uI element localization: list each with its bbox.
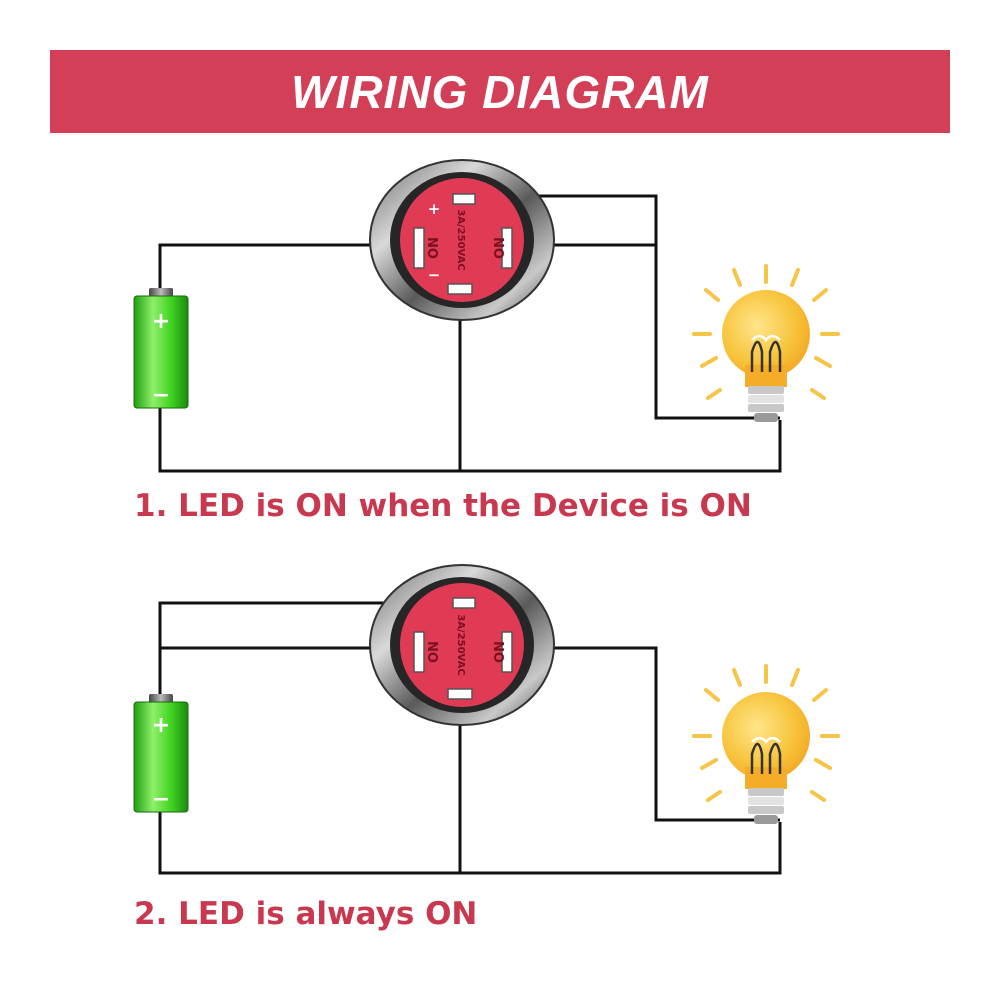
bulb-rays bbox=[692, 664, 840, 802]
circuit-2: NO NO 3A/250VAC + − bbox=[133, 564, 840, 875]
battery-plus-label: + bbox=[152, 309, 170, 334]
pin-label-right: NO bbox=[490, 641, 505, 663]
light-bulb-1 bbox=[692, 264, 840, 422]
rating-label: 3A/250VAC bbox=[455, 209, 466, 270]
circuit-1-caption: 1. LED is ON when the Device is ON bbox=[134, 488, 752, 524]
title-banner: WIRING DIAGRAM bbox=[50, 50, 950, 133]
bulb-rays bbox=[692, 264, 840, 400]
light-bulb-2 bbox=[692, 664, 840, 824]
push-switch-1: + − NO NO 3A/250VAC bbox=[369, 159, 555, 321]
led-minus-label: − bbox=[428, 266, 441, 284]
pin-label-left: NO bbox=[424, 641, 439, 663]
switch-face bbox=[400, 178, 524, 302]
battery-minus-label: − bbox=[152, 383, 170, 408]
battery-plus-label: + bbox=[152, 713, 170, 738]
led-plus-label: + bbox=[428, 200, 441, 218]
battery-minus-label: − bbox=[152, 787, 170, 812]
circuit-2-caption: 2. LED is always ON bbox=[134, 896, 478, 932]
pin-label-left: NO bbox=[424, 237, 439, 259]
switch-face bbox=[400, 583, 524, 707]
push-switch-2: NO NO 3A/250VAC bbox=[369, 564, 555, 726]
rating-label: 3A/250VAC bbox=[455, 614, 466, 675]
page-title: WIRING DIAGRAM bbox=[291, 65, 709, 118]
circuit-1: + − NO NO 3A/250VAC + − bbox=[133, 159, 840, 473]
pin-label-right: NO bbox=[490, 237, 505, 259]
battery-1: + − bbox=[133, 288, 189, 409]
battery-2: + − bbox=[133, 694, 189, 813]
